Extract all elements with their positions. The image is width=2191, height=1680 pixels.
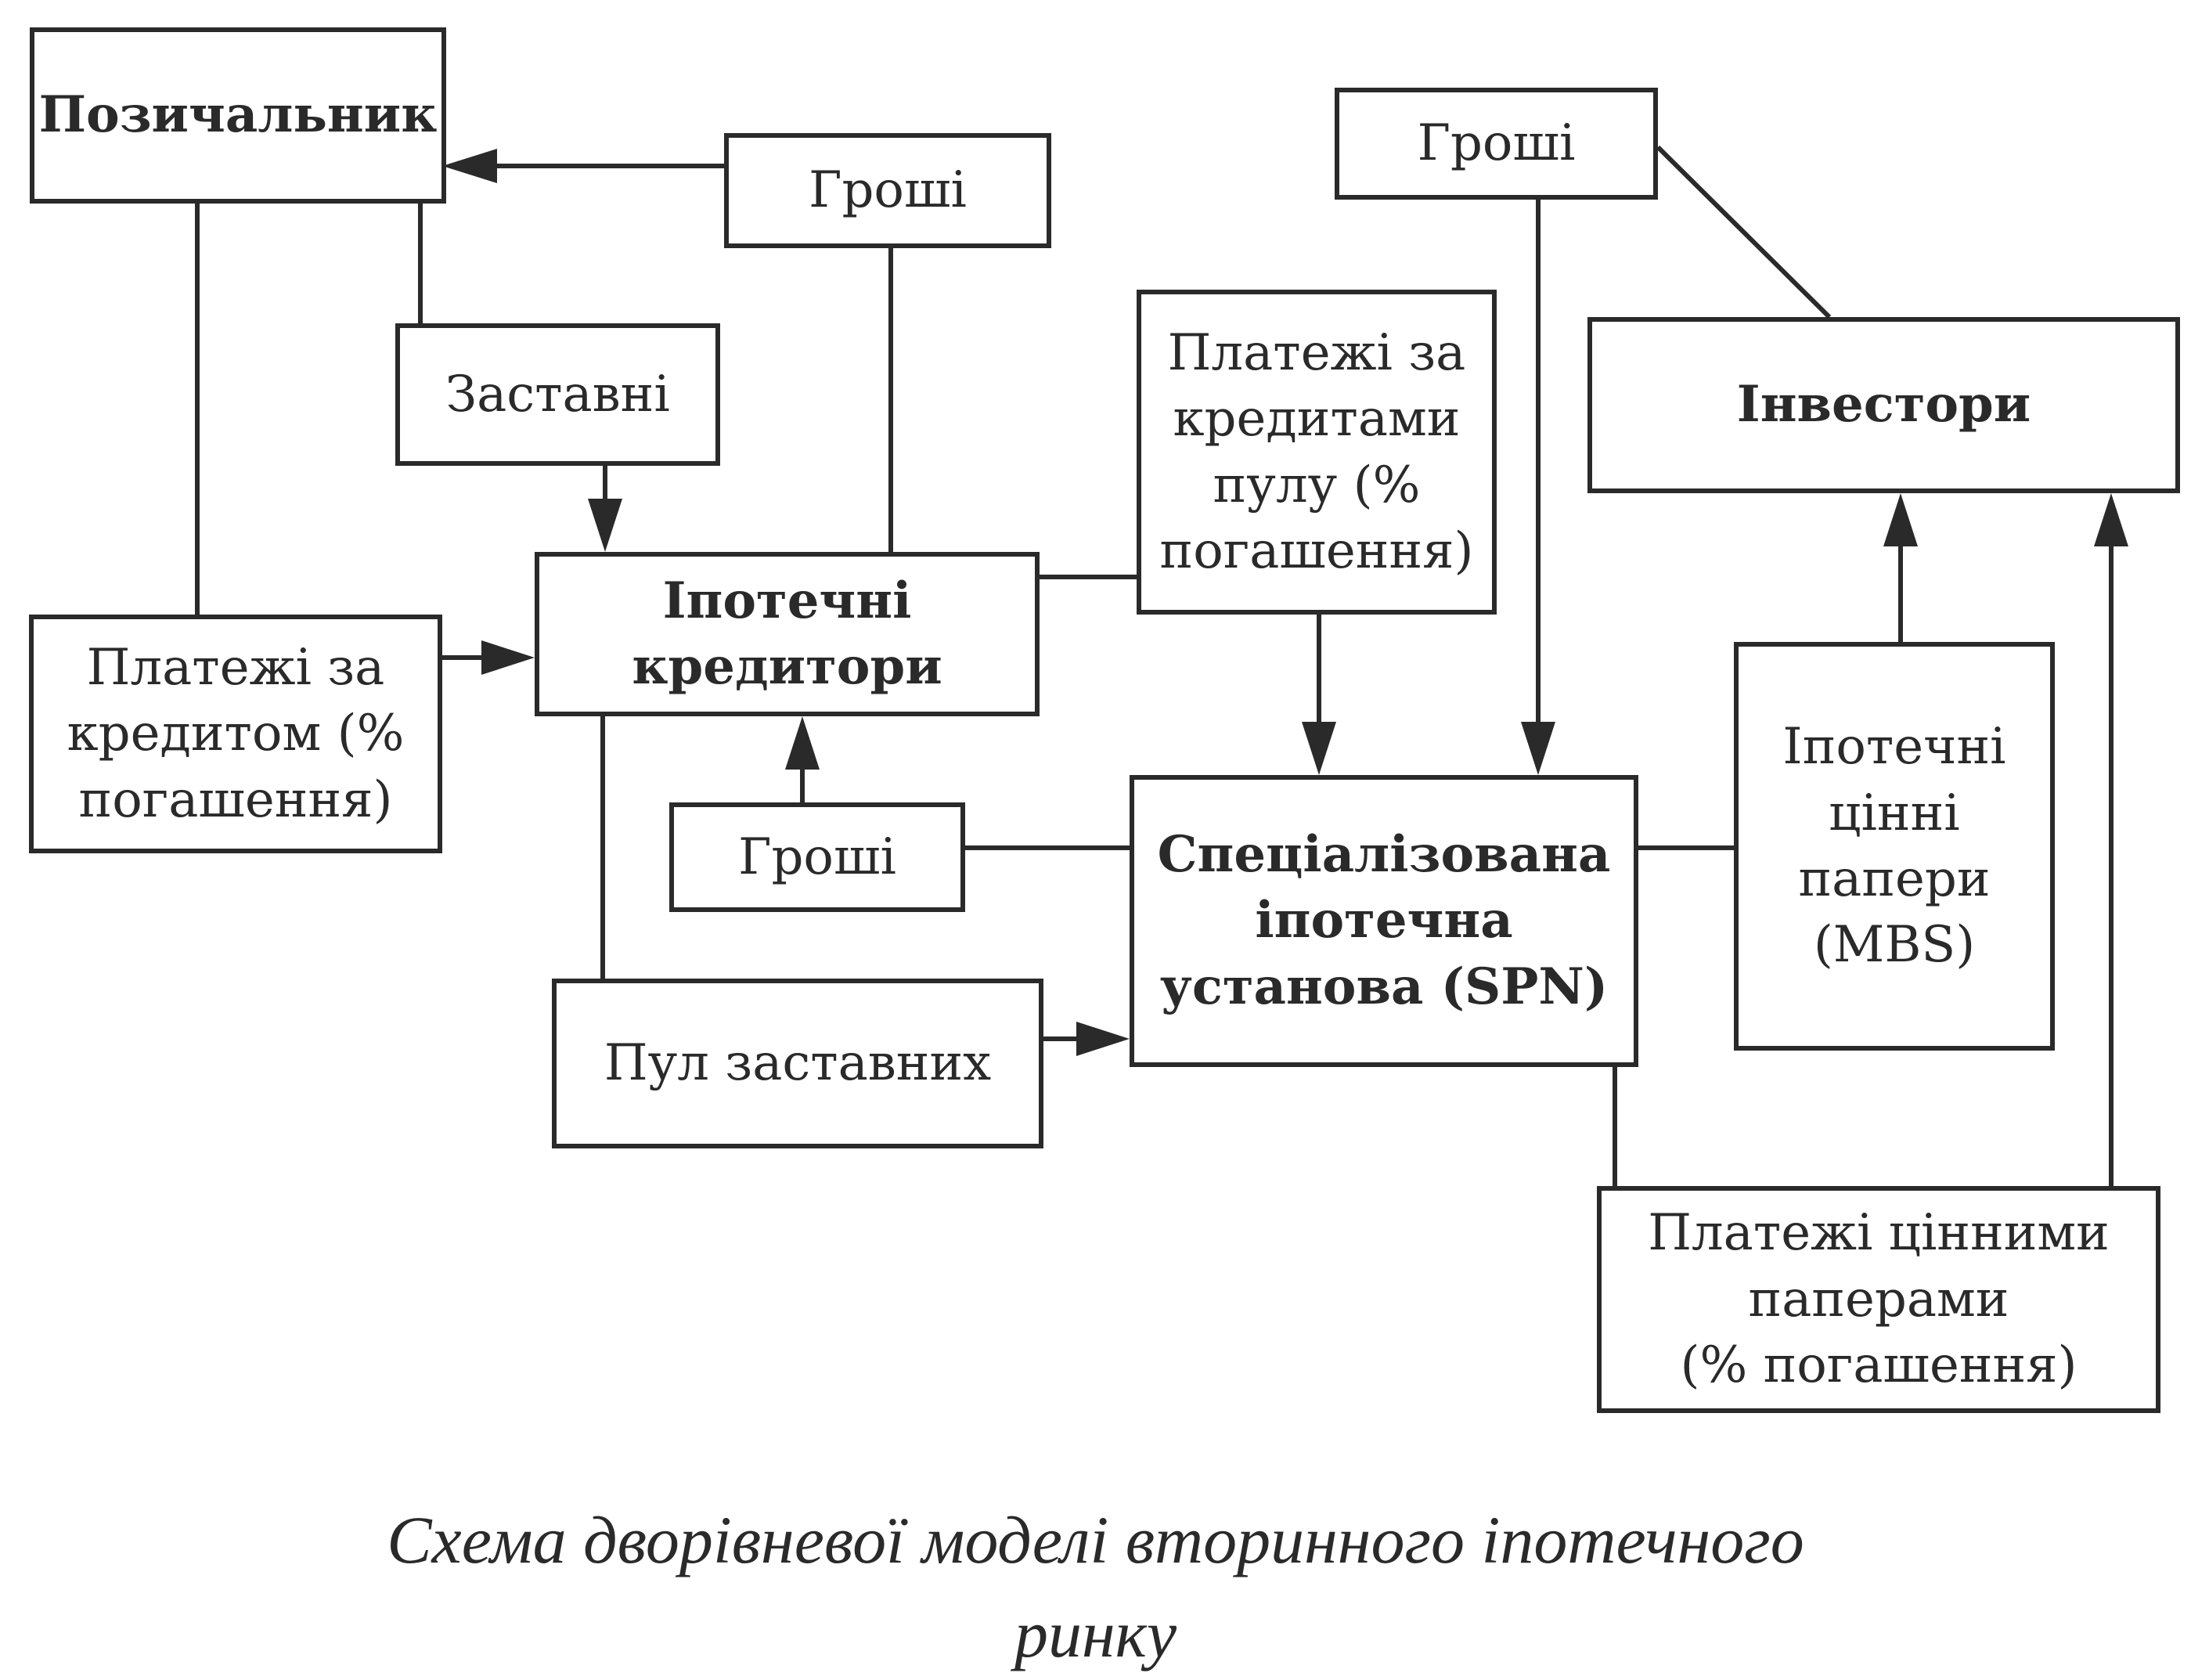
node-pledges: Заставні (395, 323, 720, 466)
line-money-investors (1656, 145, 1832, 319)
node-mortgage-lenders: Іпотечні кредитори (535, 552, 1040, 716)
arrowhead-icon (2094, 493, 2128, 546)
arrowhead-icon (1302, 722, 1336, 775)
node-securities-payments: Платежі цінними паперами (% погашення) (1597, 1186, 2160, 1413)
node-pledge-pool: Пул заставних (552, 979, 1043, 1148)
node-money-mid: Гроші (669, 802, 965, 912)
node-spn: Спеціалізована іпотечна установа (SPN) (1130, 775, 1638, 1067)
node-investors: Інвестори (1587, 317, 2180, 493)
arrowhead-icon (785, 716, 820, 770)
node-borrower: Позичальник (30, 27, 446, 204)
arrowhead-icon (481, 640, 535, 675)
arrowhead-icon (1883, 493, 1918, 546)
node-mbs: Іпотечні цінні папери (MBS) (1734, 642, 2055, 1051)
caption-line-1: Схема дворівневої моделі вторинного іпот… (387, 1502, 1804, 1577)
caption-line-2: ринку (1014, 1596, 1177, 1671)
arrowhead-icon (1076, 1022, 1130, 1056)
node-loan-payments: Платежі за кредитом (% погашення) (29, 615, 442, 853)
arrowhead-icon (588, 499, 622, 552)
node-money-top: Гроші (724, 133, 1051, 248)
node-pool-loan-payments: Платежі за кредитами пулу (% погашення) (1137, 290, 1497, 615)
arrowhead-icon (1521, 722, 1555, 775)
node-money-right: Гроші (1335, 88, 1658, 200)
arrowhead-icon (442, 149, 497, 183)
